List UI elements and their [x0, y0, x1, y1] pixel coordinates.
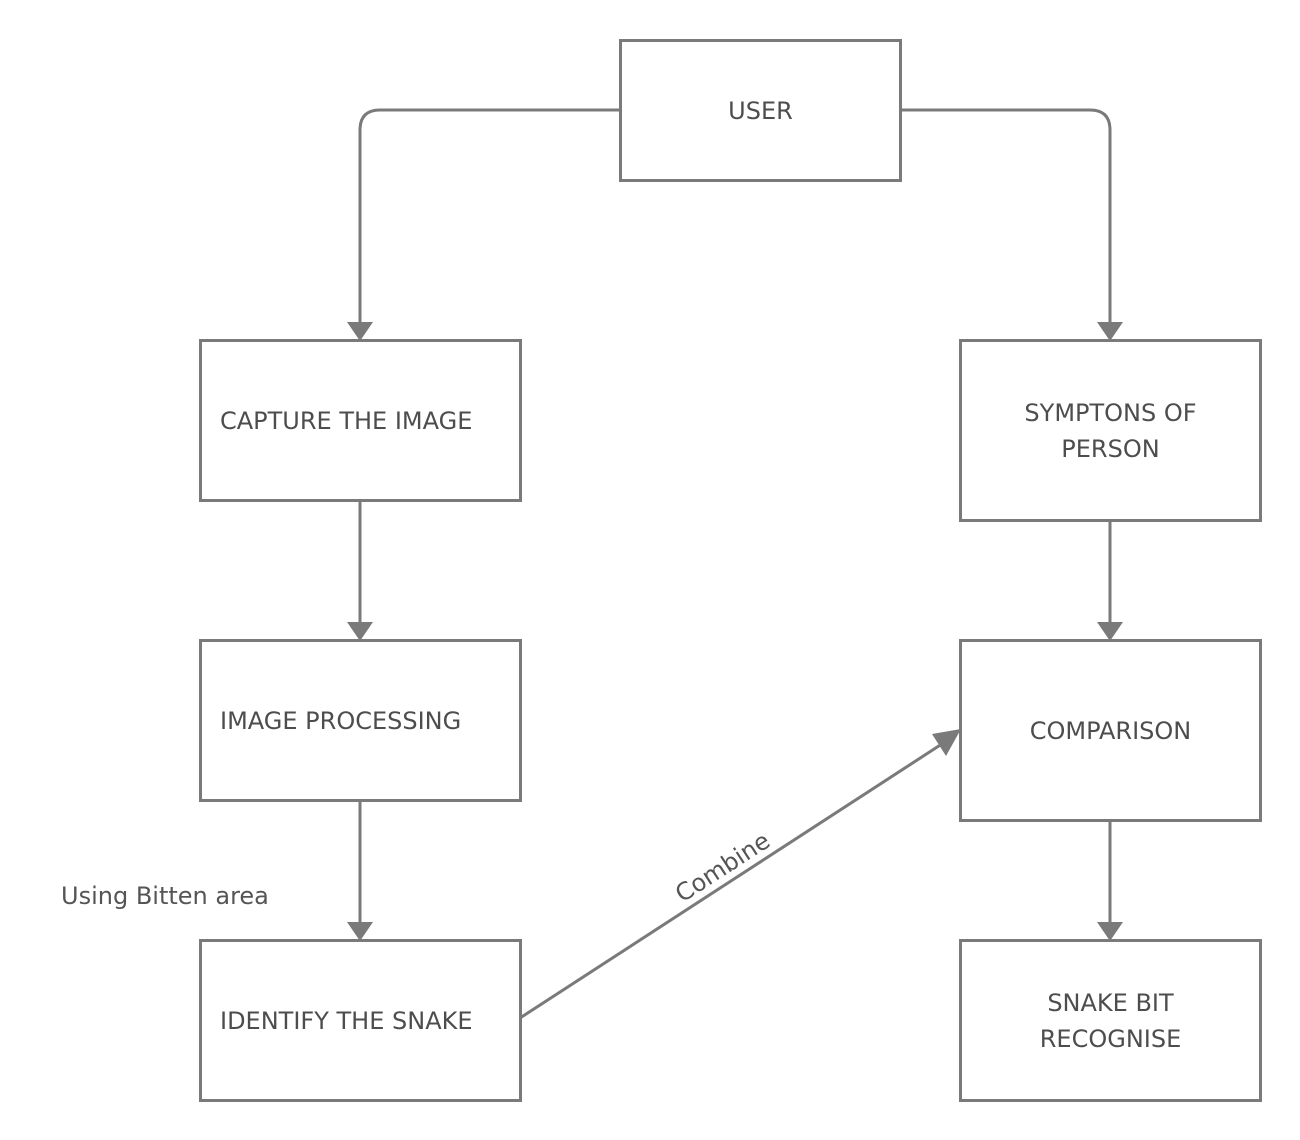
combine-label: Combine	[670, 826, 775, 908]
node-image-processing-label: IMAGE PROCESSING	[220, 706, 462, 735]
node-snake-bit-recognise: SNAKE BIT RECOGNISE	[959, 939, 1262, 1102]
bitten-area-label: Using Bitten area	[61, 882, 269, 910]
node-comparison: COMPARISON	[959, 639, 1262, 822]
node-user-label: USER	[728, 96, 793, 125]
arrowhead-comparison-left	[932, 729, 961, 756]
node-symptoms-label: SYMPTONS OF PERSON	[1024, 398, 1197, 463]
node-snake-bit-recognise-label: SNAKE BIT RECOGNISE	[1039, 988, 1182, 1053]
connector-identify-to-comparison	[519, 738, 949, 1020]
node-capture-image: CAPTURE THE IMAGE	[199, 339, 522, 502]
node-symptoms: SYMPTONS OF PERSON	[959, 339, 1262, 522]
arrowhead-processing	[347, 622, 373, 641]
node-image-processing: IMAGE PROCESSING	[199, 639, 522, 802]
node-capture-image-label: CAPTURE THE IMAGE	[220, 406, 473, 435]
arrowhead-comparison-top	[1097, 622, 1123, 641]
arrowhead-capture	[347, 322, 373, 341]
arrowhead-symptoms	[1097, 322, 1123, 341]
node-comparison-label: COMPARISON	[1029, 716, 1192, 745]
node-identify-snake: IDENTIFY THE SNAKE	[199, 939, 522, 1102]
node-identify-snake-label: IDENTIFY THE SNAKE	[220, 1006, 473, 1035]
connector-user-to-capture	[358, 108, 620, 326]
connector-user-to-symptoms	[900, 108, 1112, 326]
node-user: USER	[619, 39, 902, 182]
arrowhead-recognise	[1097, 922, 1123, 941]
arrowhead-identify	[347, 922, 373, 941]
